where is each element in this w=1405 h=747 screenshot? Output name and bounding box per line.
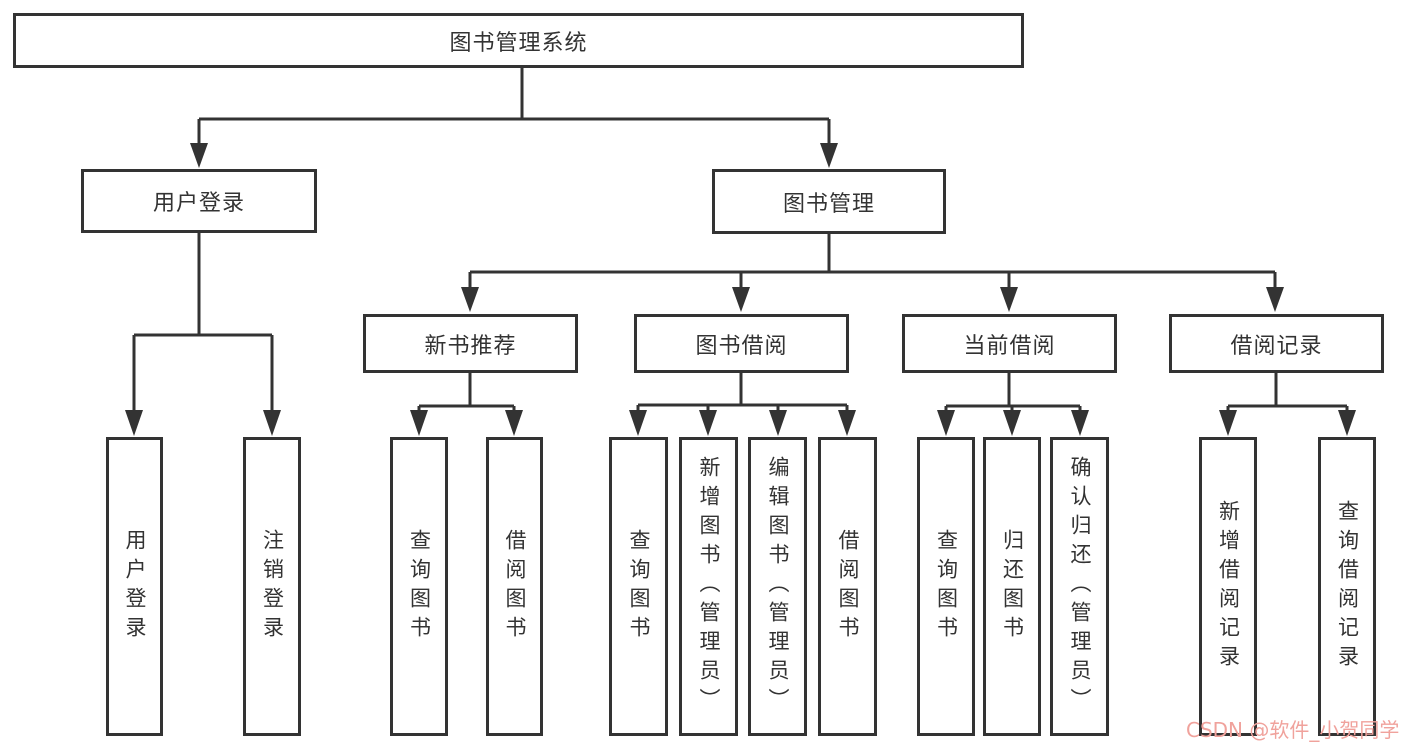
leaf-borrow-book-a-label: 借阅图书 [503, 528, 527, 645]
node-borrow-record: 借阅记录 [1169, 314, 1384, 373]
leaf-user-login-label: 用户登录 [123, 528, 147, 645]
leaf-query-borrow-record: 查询借阅记录 [1318, 437, 1376, 736]
leaf-edit-book-admin: 编辑图书（管理员） [748, 437, 807, 736]
csdn-watermark: CSDN @软件_小贺同学 [1186, 718, 1400, 742]
leaf-logout-label: 注销登录 [260, 528, 285, 645]
leaf-logout: 注销登录 [243, 437, 301, 736]
node-book-borrow: 图书借阅 [634, 314, 849, 373]
node-current-borrow: 当前借阅 [902, 314, 1117, 373]
leaf-query-book-c-label: 查询图书 [934, 528, 959, 645]
leaf-add-record-label: 新增借阅记录 [1216, 499, 1241, 674]
node-new-book-recommend-label: 新书推荐 [424, 333, 517, 359]
leaf-borrow-book-b-label: 借阅图书 [836, 528, 860, 645]
leaf-query-book-under-current-borrow: 查询图书 [917, 437, 975, 736]
leaf-add-book-admin: 新增图书（管理员） [679, 437, 738, 736]
node-book-management-label: 图书管理 [782, 191, 875, 217]
leaf-borrow-book-under-new-book: 借阅图书 [486, 437, 543, 736]
node-book-borrow-label: 图书借阅 [695, 333, 788, 359]
node-current-borrow-label: 当前借阅 [963, 333, 1056, 359]
leaf-confirm-return-admin: 确认归还（管理员） [1050, 437, 1109, 736]
leaf-add-book-label: 新增图书（管理员） [697, 456, 721, 717]
node-root-label: 图书管理系统 [449, 30, 588, 56]
node-book-management: 图书管理 [712, 169, 946, 234]
leaf-borrow-book-under-book-borrow: 借阅图书 [818, 437, 877, 736]
leaf-user-login: 用户登录 [106, 437, 163, 736]
leaf-confirm-return-label: 确认归还（管理员） [1068, 456, 1092, 717]
leaf-query-record-label: 查询借阅记录 [1335, 499, 1360, 674]
leaf-query-book-under-book-borrow: 查询图书 [609, 437, 668, 736]
node-new-book-recommend: 新书推荐 [363, 314, 578, 373]
node-user-login: 用户登录 [81, 169, 317, 233]
node-root-library-system: 图书管理系统 [13, 13, 1024, 68]
node-user-login-label: 用户登录 [152, 191, 245, 216]
leaf-query-book-a-label: 查询图书 [407, 528, 432, 645]
leaf-return-book-label: 归还图书 [1000, 528, 1025, 645]
leaf-query-book-under-new-book: 查询图书 [390, 437, 448, 736]
leaf-return-book: 归还图书 [983, 437, 1041, 736]
leaf-edit-book-label: 编辑图书（管理员） [766, 456, 790, 717]
leaf-add-borrow-record: 新增借阅记录 [1199, 437, 1257, 736]
node-borrow-record-label: 借阅记录 [1230, 333, 1323, 359]
leaf-query-book-b-label: 查询图书 [627, 528, 651, 645]
